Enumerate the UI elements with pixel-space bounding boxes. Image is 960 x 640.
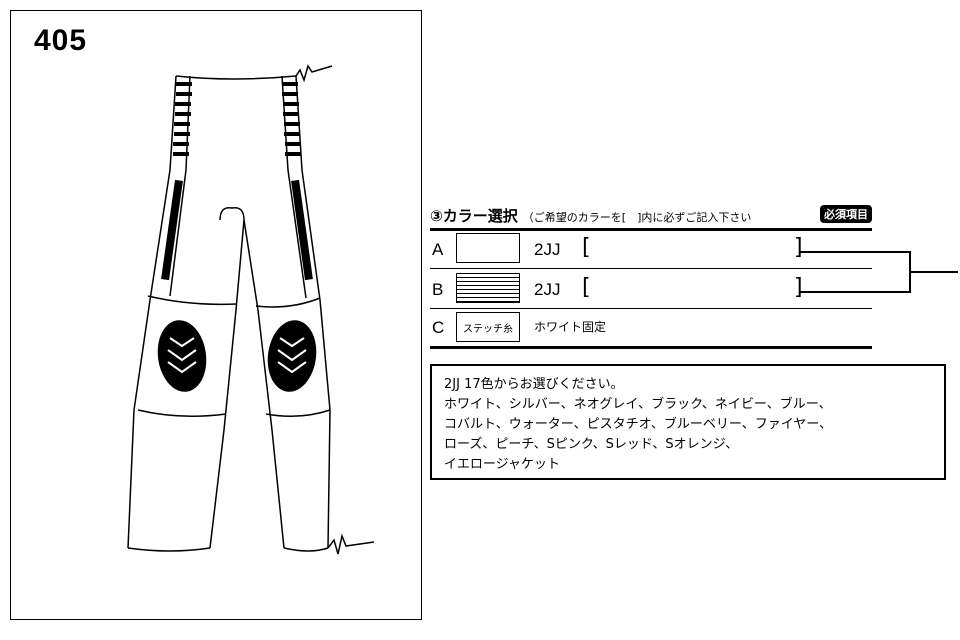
right-logo-band <box>291 179 313 281</box>
color-options-box: 2JJ 17色からお選びください。 ホワイト、シルバー、ネオグレイ、ブラック、ネ… <box>430 364 946 480</box>
break-mark-bottom <box>327 533 375 555</box>
drawing-frame <box>10 10 422 620</box>
table-top-rule <box>430 228 872 231</box>
left-logo-band <box>161 179 183 281</box>
info-line: コバルト、ウォーター、ピスタチオ、ブルーベリー、ファイヤー、 <box>444 417 833 432</box>
row-b-label: B <box>432 280 444 299</box>
row-divider-1 <box>430 268 872 269</box>
left-knee-seam-bottom <box>137 409 227 417</box>
left-hem <box>127 547 211 552</box>
right-knee-pad <box>267 320 317 392</box>
break-mark-top <box>295 64 333 83</box>
left-stripes <box>173 82 192 156</box>
row-c-swatch: ステッチ糸 <box>456 312 520 342</box>
row-b-swatch <box>456 273 520 303</box>
right-hem <box>283 547 329 552</box>
row-a-code: 2JJ <box>534 240 561 259</box>
right-knee-seam-top <box>255 297 321 308</box>
row-c-label: C <box>432 318 445 337</box>
row-divider-2 <box>430 308 872 309</box>
section-title-note: （ご希望のカラーを[ ]内に必ずご記入下さい <box>522 211 752 224</box>
info-line: ホワイト、シルバー、ネオグレイ、ブラック、ネイビー、ブルー、 <box>444 397 832 412</box>
color-selection-title: ③カラー選択 （ご希望のカラーを[ ]内に必ずご記入下さい <box>430 205 751 226</box>
left-side-panel <box>169 75 191 297</box>
info-line: イエロージャケット <box>444 457 560 472</box>
row-a-swatch <box>456 233 520 263</box>
row-a-bracket-open: [ <box>582 235 591 260</box>
table-bottom-rule <box>430 346 872 349</box>
left-inner-line <box>209 207 245 549</box>
right-inner-line <box>243 219 285 549</box>
info-line: 2JJ 17色からお選びください。 <box>444 377 624 392</box>
info-line: ローズ、ピーチ、Sピンク、Sレッド、Sオレンジ、 <box>444 437 739 452</box>
row-a-bracket-close: ] <box>794 235 803 260</box>
row-b-bracket-close: ] <box>794 275 803 300</box>
row-b-code: 2JJ <box>534 280 561 299</box>
wetsuit-pants-drawing <box>127 64 375 555</box>
row-c-fixed-text: ホワイト固定 <box>534 320 607 334</box>
left-knee-pad <box>157 320 207 392</box>
waist-line <box>175 75 297 80</box>
row-connector <box>800 251 958 293</box>
left-knee-seam-top <box>147 295 237 306</box>
right-knee-seam-bottom <box>265 409 331 417</box>
row-a-label: A <box>432 240 444 259</box>
required-badge: 必須項目 <box>820 205 872 223</box>
right-stripes <box>282 82 301 156</box>
left-outer-line <box>127 75 177 549</box>
section-title-main: ③カラー選択 <box>430 207 518 225</box>
right-outer-line <box>295 75 331 549</box>
right-side-panel <box>281 75 307 299</box>
row-b-bracket-open: [ <box>582 275 591 300</box>
model-number: 405 <box>34 24 88 57</box>
